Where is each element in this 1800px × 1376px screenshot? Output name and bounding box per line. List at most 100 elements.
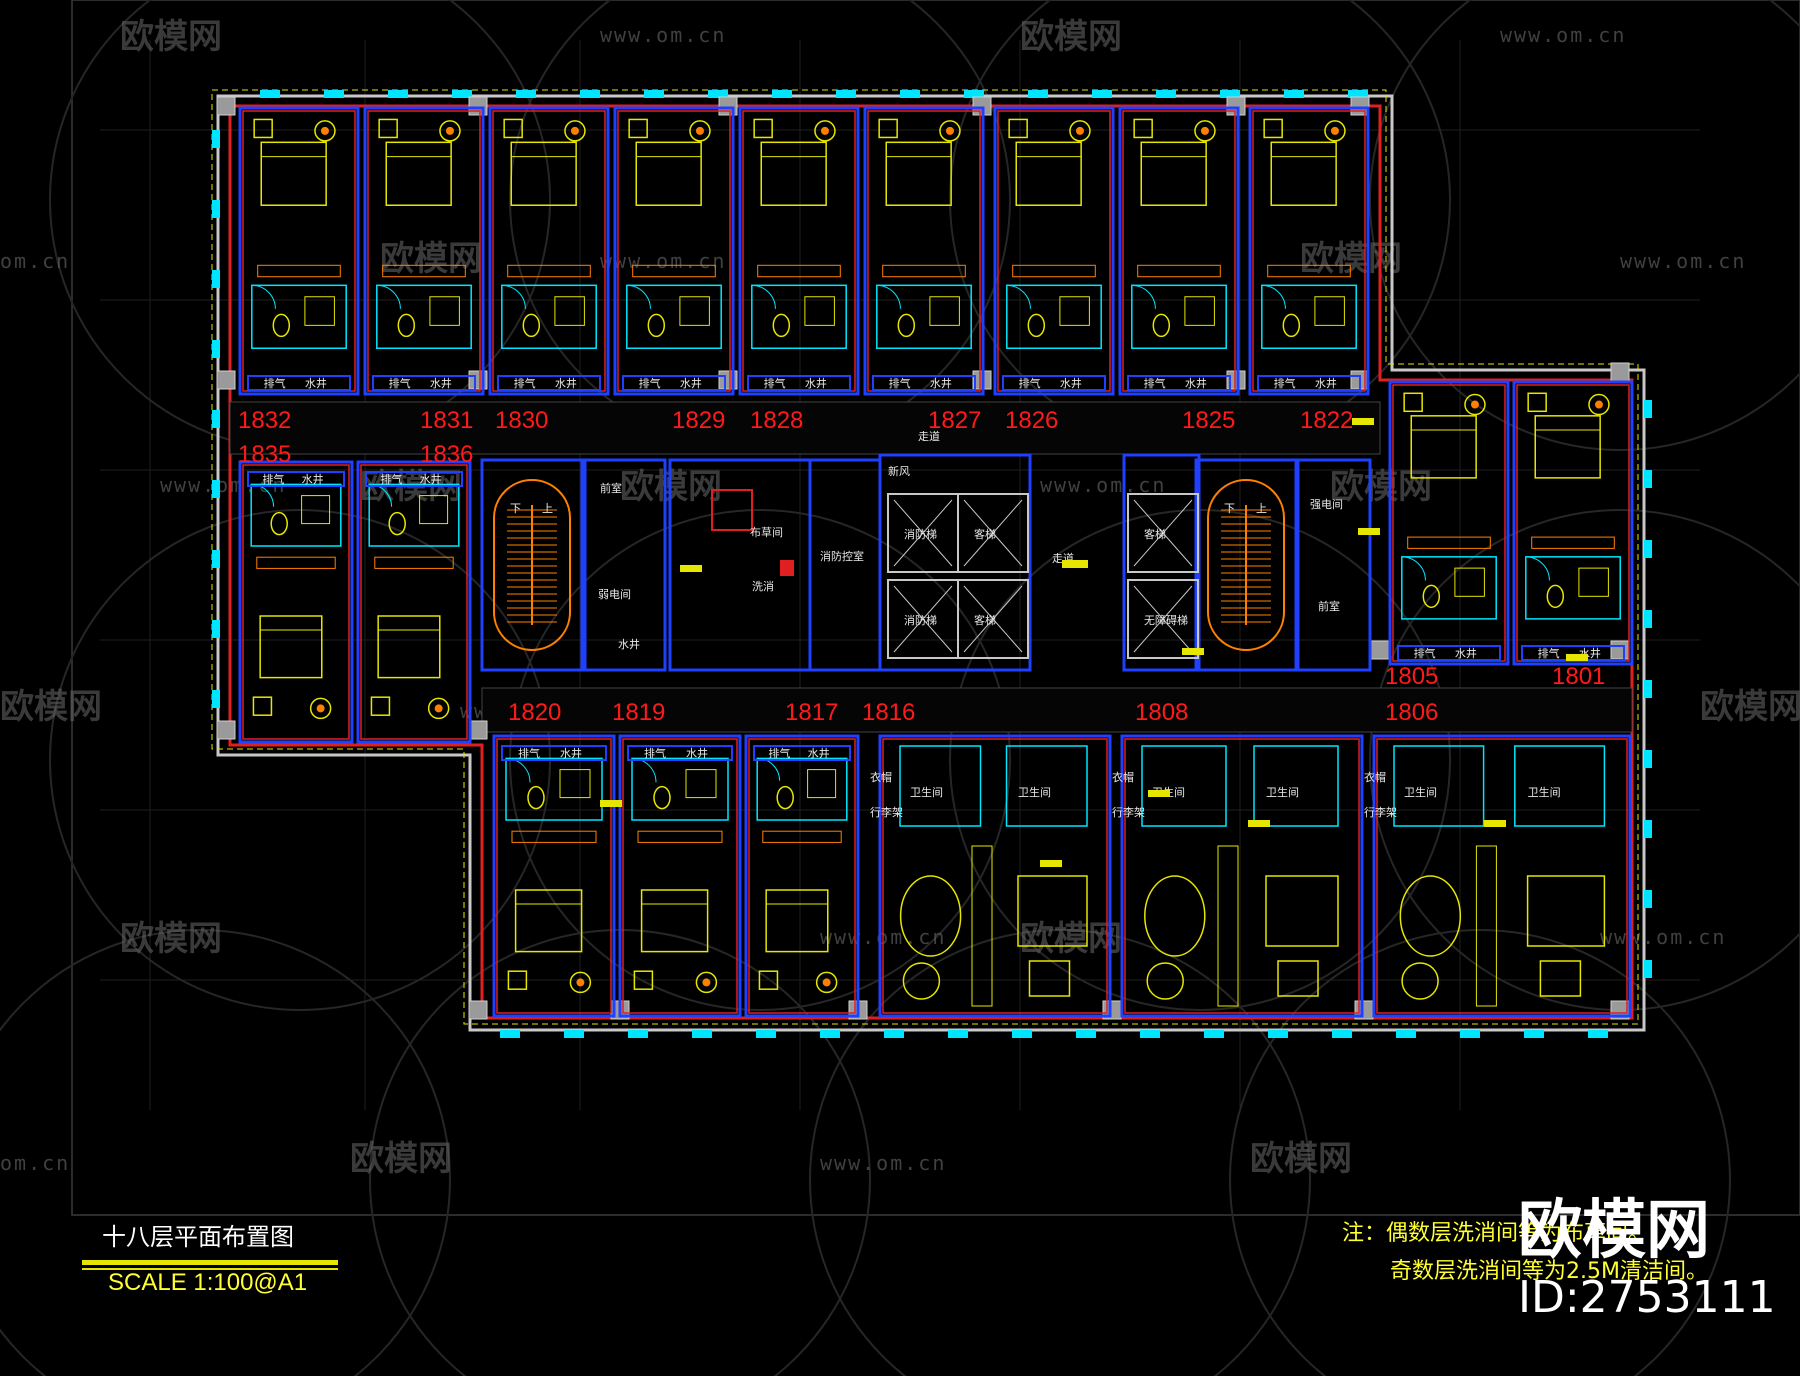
closet [511, 830, 597, 843]
guest-room-top: 排气水井 [238, 106, 360, 396]
window-marker [772, 90, 792, 98]
title-underline [82, 1260, 338, 1265]
window-marker [1092, 90, 1112, 98]
room-wall [993, 106, 1115, 396]
guest-room-top: 排气水井 [488, 106, 610, 396]
bed [1270, 141, 1337, 206]
lounge-chair [902, 962, 941, 1000]
window-marker [1028, 90, 1048, 98]
elevator-shaft [1127, 579, 1199, 659]
interior-wall-line [228, 104, 1634, 1020]
window-marker [212, 410, 220, 428]
door-swing [1525, 556, 1550, 581]
service-strip [627, 745, 733, 761]
bath-right [1005, 745, 1088, 827]
bed [760, 141, 827, 206]
east-lobby [1296, 458, 1372, 672]
bathroom-block [756, 757, 848, 821]
elevator-cross [1133, 499, 1193, 567]
elevator-cross [1133, 585, 1193, 653]
window-marker [212, 620, 220, 638]
service-strip [1397, 645, 1501, 661]
building-outline [211, 89, 1652, 1038]
window-marker [212, 550, 220, 568]
toilet [388, 511, 406, 536]
closet [256, 556, 336, 569]
bed [260, 141, 327, 206]
fire-extinguisher-marker [1062, 560, 1088, 568]
structural-column [1610, 362, 1630, 382]
stair-outline [493, 479, 571, 651]
bed [259, 615, 323, 679]
window-marker [212, 130, 220, 148]
armchair [633, 970, 654, 990]
room-number-label: 1830 [495, 407, 548, 434]
watermark-circle [1369, 0, 1800, 451]
armchair [1263, 118, 1283, 139]
elevator-cross [963, 499, 1023, 567]
room-wall [618, 734, 742, 1018]
room-wall [492, 734, 616, 1018]
fire-control-room [808, 458, 882, 672]
stair-west: 下上 [480, 458, 584, 672]
elevator-label: 消防梯 [904, 527, 937, 541]
power-room-label: 弱电间 [598, 588, 631, 601]
bed [640, 889, 709, 953]
bathroom-block [501, 284, 597, 349]
sprinkler-marker [1484, 820, 1506, 827]
suite-inner-wall [1376, 738, 1628, 1014]
vanity [807, 769, 837, 799]
vanity [804, 296, 835, 326]
watermark-brand: 欧模网 [120, 17, 222, 57]
vanity [685, 769, 717, 799]
watermark-brand: 欧模网 [0, 687, 102, 727]
bathroom-block [751, 284, 847, 349]
guest-room-right-wing: 排气水井 [1388, 380, 1510, 666]
room-number-label: 1822 [1300, 407, 1353, 434]
side-table [439, 120, 461, 142]
lamp [434, 704, 443, 713]
closet [882, 264, 966, 278]
water-shaft-label: 水井 [420, 472, 442, 486]
window-marker [1076, 1030, 1096, 1038]
desk-chair [1277, 960, 1319, 997]
lamp [695, 126, 704, 135]
room-inner-wall [867, 110, 981, 392]
bed [1534, 415, 1601, 479]
window-marker [580, 90, 600, 98]
room-inner-wall [496, 738, 612, 1014]
closet [382, 264, 466, 278]
toilet [1282, 313, 1301, 338]
lamp [1200, 126, 1209, 135]
door-swing [626, 284, 651, 309]
watermark-brand: 欧模网 [1700, 687, 1800, 727]
window-marker [1644, 540, 1652, 558]
sheet-border [71, 0, 1800, 1216]
window-marker [1140, 1030, 1160, 1038]
window-marker [1332, 1030, 1352, 1038]
window-marker [1284, 90, 1304, 98]
window-marker [1644, 890, 1652, 908]
toilet [776, 785, 794, 810]
room-inner-wall [242, 110, 356, 392]
bathroom-block [251, 284, 347, 349]
window-marker [884, 1030, 904, 1038]
exhaust-label: 排气 [764, 376, 786, 390]
bathroom-block [876, 284, 972, 349]
service-strip [372, 375, 476, 391]
room-wall [744, 734, 860, 1018]
luggage-label: 行李架 [1364, 805, 1397, 819]
vanity [1454, 567, 1485, 597]
side-table [1194, 120, 1216, 142]
structural-column [216, 720, 236, 740]
service-strip [872, 375, 976, 391]
guest-room-top: 排气水井 [363, 106, 485, 396]
door-swing [1131, 284, 1156, 309]
tv-cabinet [1475, 845, 1497, 1007]
passenger-elevator: 客梯 [957, 579, 1029, 659]
barrier-free-elevator: 无障碍梯 [1127, 579, 1199, 659]
elevator-shaft [957, 579, 1029, 659]
suite-inner-wall [882, 738, 1108, 1014]
exhaust-label: 排气 [1538, 646, 1560, 660]
room-number-label: 1832 [238, 407, 291, 434]
